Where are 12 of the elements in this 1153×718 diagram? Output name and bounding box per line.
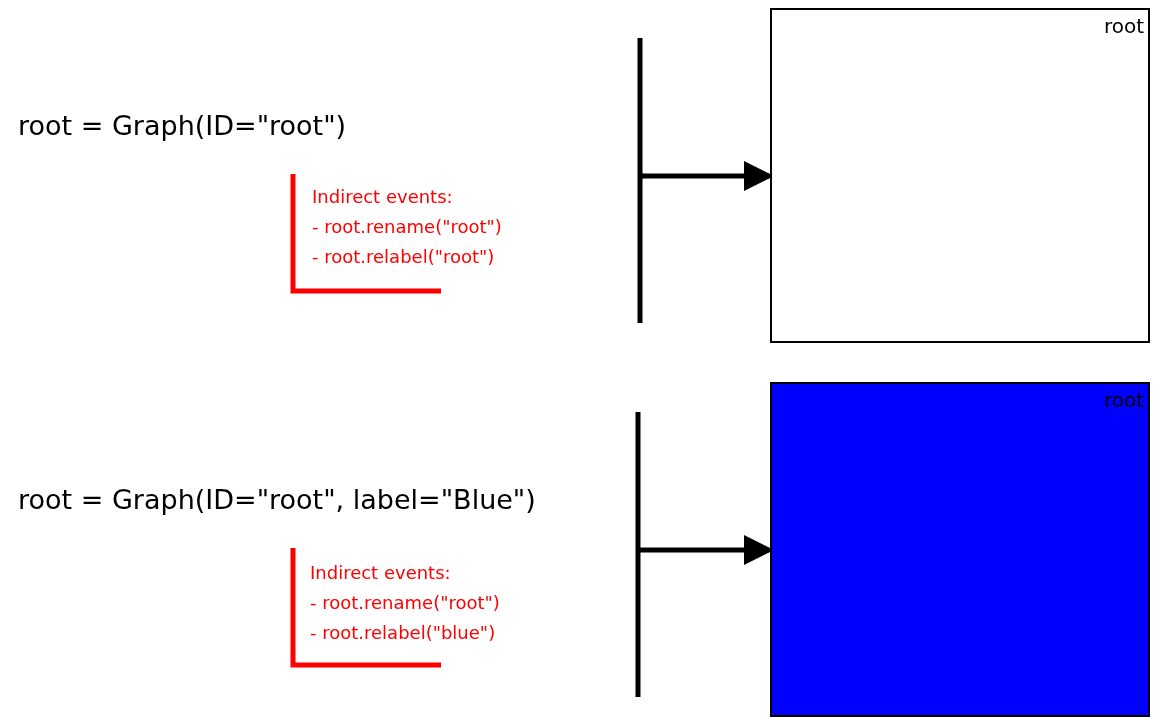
code-text: root = Graph(ID="root") (18, 110, 347, 141)
graph-label: root (1103, 388, 1144, 412)
graph-label: root (1103, 14, 1144, 38)
event-note: - root.relabel("blue") (310, 622, 496, 643)
graph-box (770, 382, 1150, 717)
code-text: root = Graph(ID="root", label="Blue") (18, 484, 536, 515)
graph-box (770, 8, 1150, 343)
event-note: - root.rename("root") (310, 592, 500, 613)
event-note: - root.rename("root") (312, 216, 502, 237)
event-note: Indirect events: (310, 562, 451, 583)
event-note: - root.relabel("root") (312, 246, 495, 267)
event-note: Indirect events: (312, 186, 453, 207)
